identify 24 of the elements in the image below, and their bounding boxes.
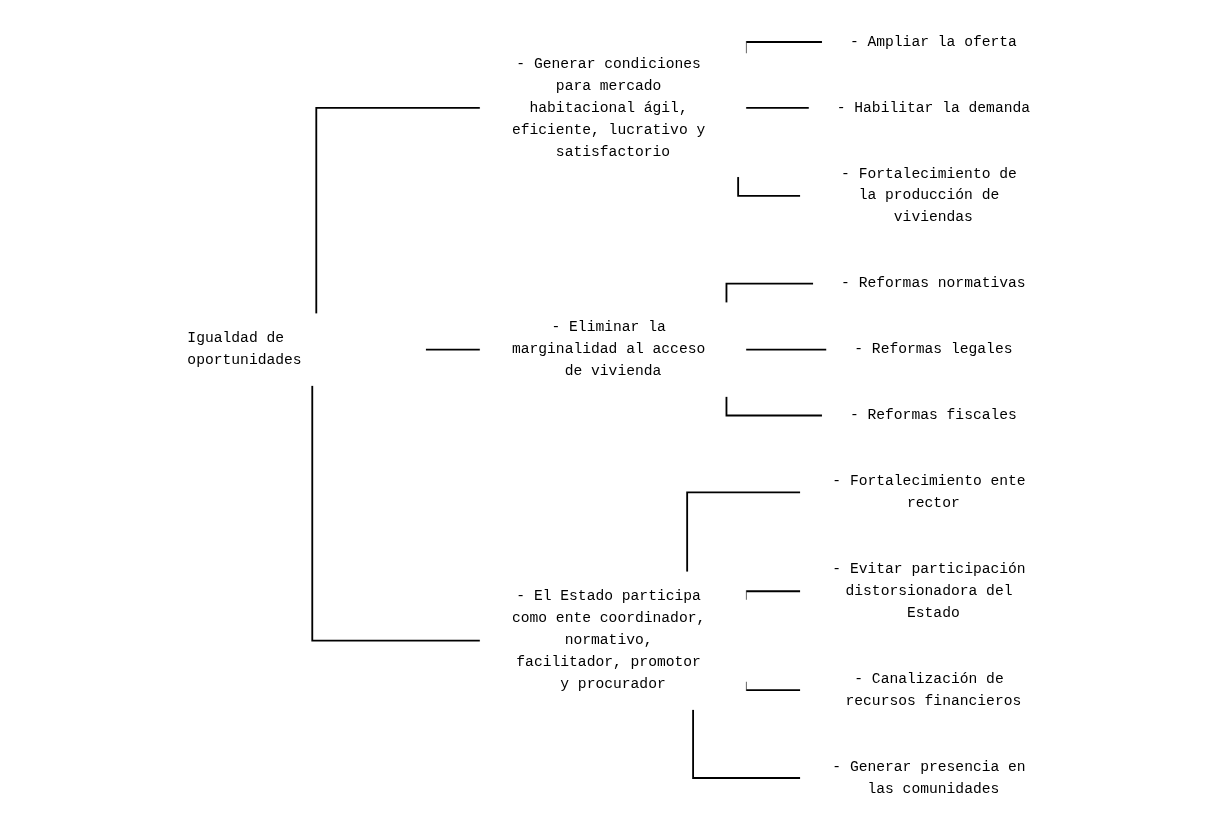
node-text: - Eliminar la marginalidad al acceso de vivienda [511,319,706,380]
connector [744,107,811,109]
node-text: - Fortalecimiento ente rector [832,473,1026,512]
node-text: - Generar presencia en las comunidades [832,758,1026,798]
node-text: Igualdad de oportunidades [187,330,302,369]
node-text: - Reformas legales [854,341,1013,358]
node-text: - Reformas fiscales [849,407,1017,424]
connector [737,175,802,197]
node-text: - Evitar participación distorsionadora del Estado [832,561,1026,622]
node-text: - Ampliar la oferta [849,33,1017,51]
node-text: - Canalización de recursos financieros [845,670,1022,710]
connector [692,708,802,779]
connector [686,491,802,573]
connector [744,348,828,351]
connector [315,107,482,315]
node-text: - Fortalecimiento de la producción de viviendas [841,165,1017,227]
node-text: - El Estado participa como ente coordinador, normativo, facilitador, promotor y procurador [511,588,706,693]
connector [725,282,815,304]
connector [424,348,482,351]
connector [725,395,824,417]
node-text: - Habilitar la demanda [836,99,1031,117]
node-text: - Generar condiciones para mercado habitacional ágil, eficiente, lucrativo y satisfactorio [511,55,706,161]
connector [311,384,482,642]
node-text: - Reformas normativas [841,275,1026,292]
